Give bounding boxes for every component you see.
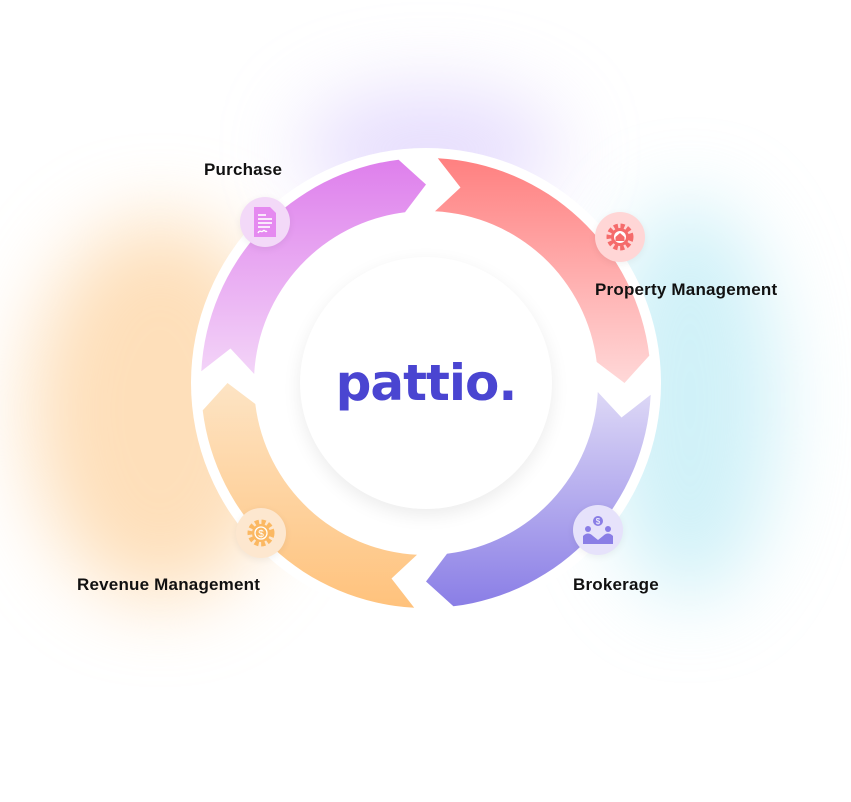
arrow-segment-property-management [435, 158, 650, 383]
label-property-management: Property Management [595, 280, 778, 299]
document-signature-icon [240, 197, 290, 247]
arrow-segment-purchase [201, 159, 426, 374]
gear-house-icon [595, 212, 645, 262]
gear-dollar-icon: $ [236, 508, 286, 558]
svg-text:$: $ [596, 517, 601, 526]
label-brokerage: Brokerage [573, 575, 659, 594]
arrow-segment-brokerage [426, 392, 651, 607]
label-revenue-management: Revenue Management [77, 575, 261, 594]
arrow-segment-revenue-management [202, 383, 417, 608]
svg-text:$: $ [258, 529, 264, 540]
logo-circle: pattio. [300, 257, 552, 509]
label-purchase: Purchase [204, 160, 283, 179]
logo: pattio. [335, 354, 518, 412]
handshake-dollar-icon: $ [573, 505, 623, 555]
